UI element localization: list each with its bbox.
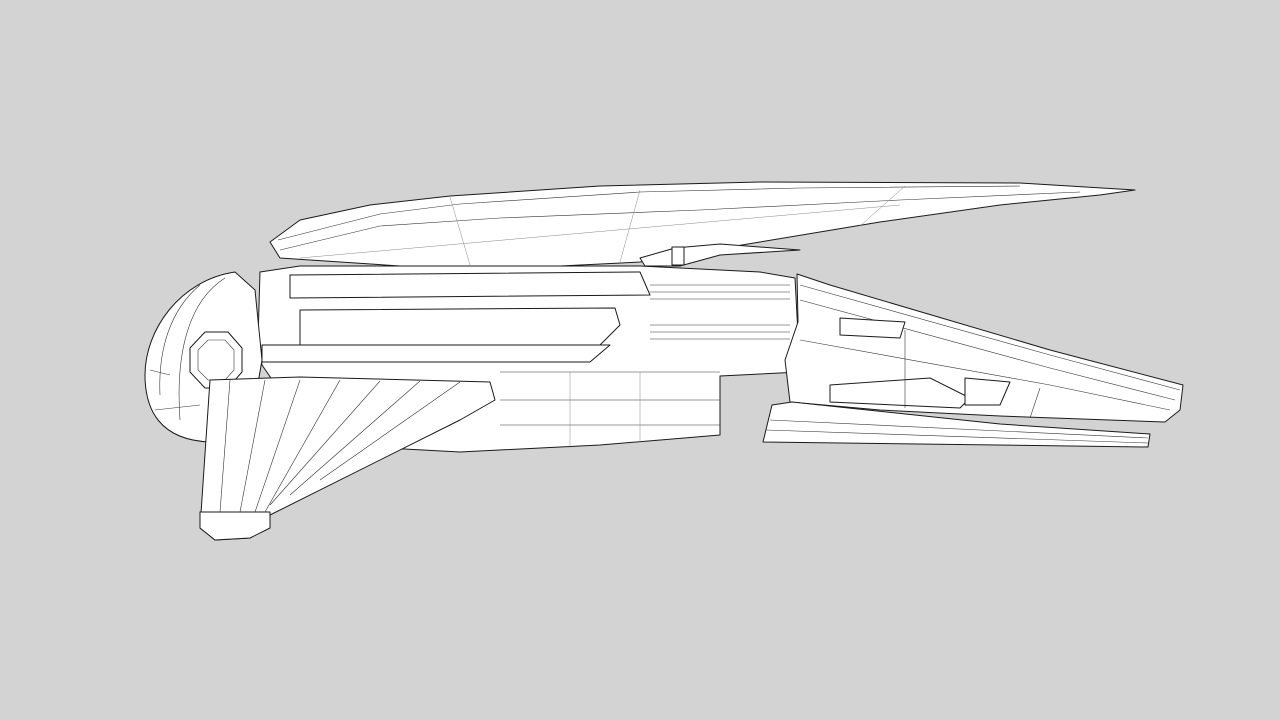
- hull-vents: [650, 284, 790, 340]
- front-fin: [199, 376, 496, 541]
- rear-lower-plate: [762, 401, 1151, 448]
- spaceship-wireframe-model[interactable]: [144, 181, 1184, 541]
- antenna: [639, 243, 801, 267]
- rear-engine: [784, 273, 1184, 423]
